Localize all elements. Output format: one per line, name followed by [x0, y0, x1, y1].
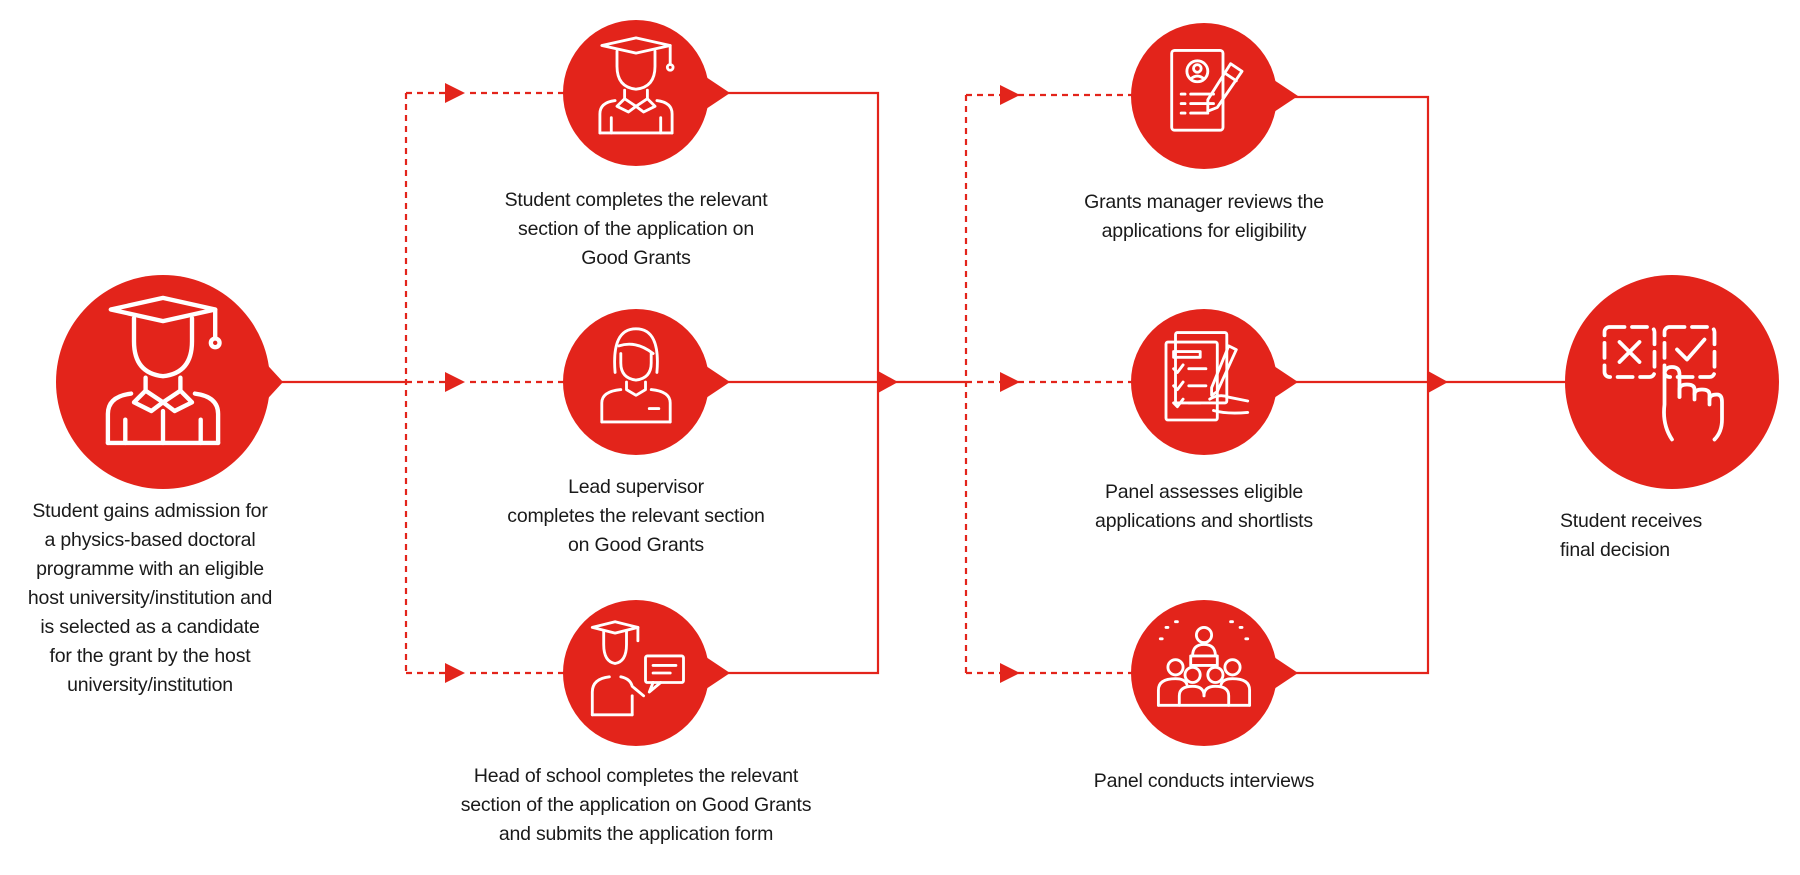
caption-decision: Student receives final decision [1560, 510, 1703, 561]
graduate-icon-small [598, 36, 675, 135]
caption-supervisor: Lead supervisor completes the relevant s… [507, 476, 765, 556]
node-head [563, 600, 730, 746]
node-decision [1565, 275, 1779, 489]
arrowhead-supervisor [445, 372, 465, 392]
node-start [56, 275, 283, 489]
arrowheads [445, 83, 1448, 683]
supervisor-icon [600, 327, 672, 424]
checklist-signing-icon [1164, 331, 1250, 422]
caption-grants-manager: Grants manager reviews the applications … [1084, 191, 1324, 242]
caption-student: Student completes the relevant section o… [504, 189, 768, 269]
arrowhead-stage2-merge [1428, 371, 1448, 393]
node-supervisor [563, 309, 730, 455]
teacher-presenting-icon [590, 620, 685, 717]
decision-checkbox-icon [1602, 325, 1724, 442]
arrowhead-stage1-merge [878, 371, 898, 393]
arrowhead-panel-interview [1000, 663, 1020, 683]
caption-panel-assess: Panel assesses eligible applications and… [1095, 481, 1313, 532]
connector-stage2-merge [1290, 95, 1430, 675]
panel-meeting-icon [1156, 620, 1252, 707]
document-review-icon [1170, 48, 1244, 132]
caption-head: Head of school completes the relevant se… [460, 765, 812, 845]
graduate-icon [105, 295, 222, 446]
arrowhead-student [445, 83, 465, 103]
connectors [270, 91, 1565, 675]
arrowhead-head [445, 663, 465, 683]
node-grants-manager [1131, 23, 1298, 169]
arrowhead-grants-manager [1000, 85, 1020, 105]
caption-start: Student gains admission for a physics-ba… [27, 500, 273, 696]
caption-panel-interview: Panel conducts interviews [1093, 770, 1315, 792]
node-panel-interview [1131, 600, 1298, 746]
arrowhead-panel-assess [1000, 372, 1020, 392]
